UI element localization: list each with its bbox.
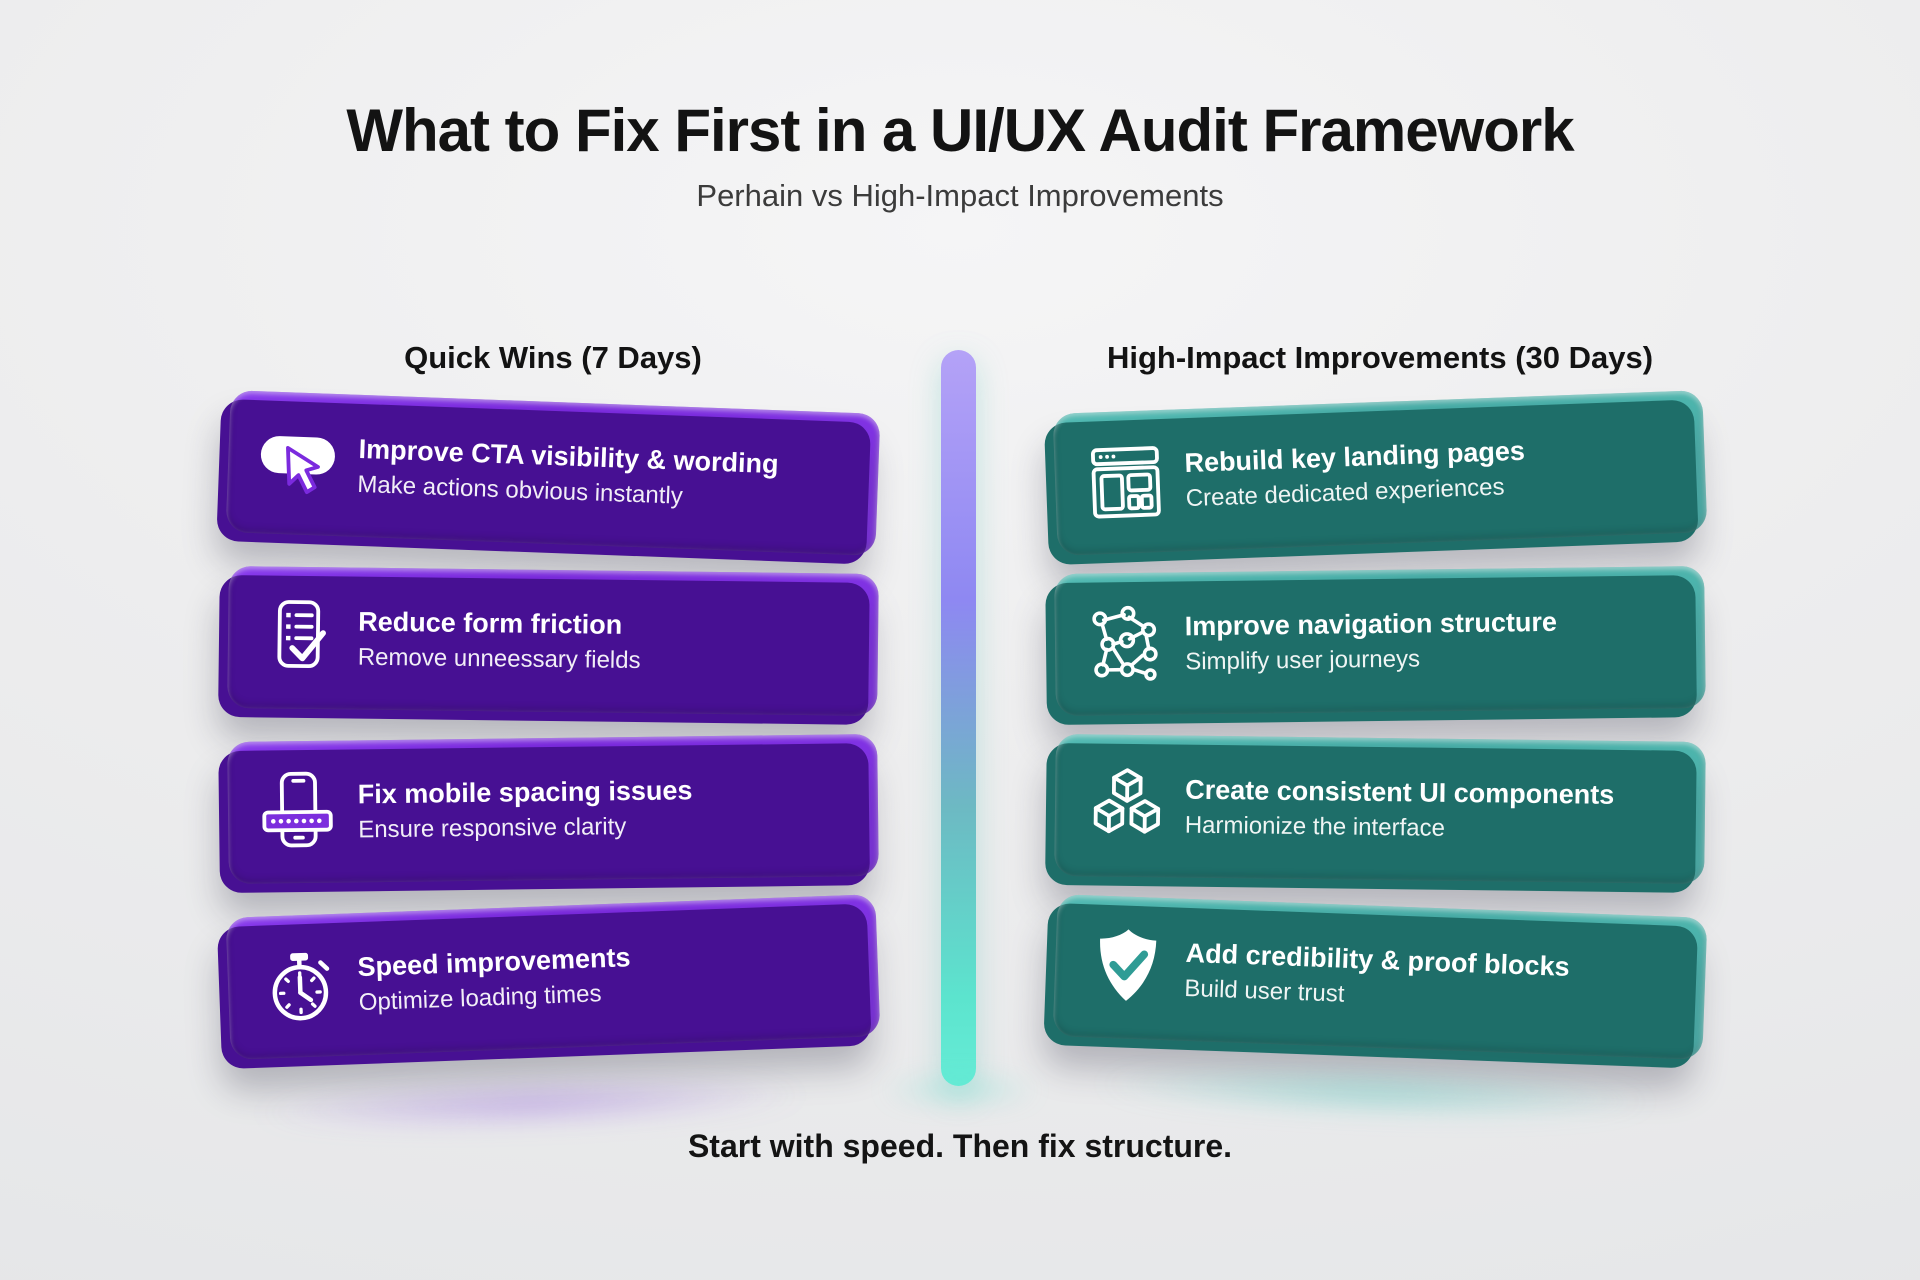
card-subtitle: Simplify user journeys	[1185, 645, 1421, 676]
stopwatch-icon	[246, 932, 354, 1040]
quick-wins-column-shadow	[249, 1072, 811, 1136]
card-mobile-spacing: Fix mobile spacing issues Ensure respons…	[227, 734, 879, 884]
card-improve-cta: Improve CTA visibility & wording Make ac…	[225, 390, 881, 556]
network-nodes-icon	[1074, 591, 1179, 696]
high-impact-header: High-Impact Improvements (30 Days)	[1106, 340, 1654, 375]
card-form-friction: Reduce form friction Remove unneessary f…	[227, 566, 879, 716]
card-title: Improve navigation structure	[1184, 606, 1558, 642]
gradient-divider-bar	[941, 350, 976, 1086]
card-subtitle: Remove unneessary fields	[357, 643, 641, 674]
footer-note: Start with speed. Then fix structure.	[687, 1128, 1233, 1164]
cubes-icon	[1074, 753, 1179, 858]
page-title: What to Fix First in a UI/UX Audit Frame…	[346, 97, 1574, 164]
shield-check-icon	[1073, 914, 1181, 1022]
landing-page-layout-icon	[1073, 428, 1181, 536]
quick-wins-header: Quick Wins (7 Days)	[404, 340, 702, 375]
cta-button-cursor-icon	[246, 410, 354, 518]
page-subtitle: Perhain vs High-Impact Improvements	[696, 178, 1224, 213]
card-title: Fix mobile spacing issues	[357, 775, 693, 810]
card-ui-components: Create consistent UI components Harmioni…	[1054, 734, 1706, 884]
card-navigation: Improve navigation structure Simplify us…	[1054, 566, 1706, 716]
mobile-keyboard-icon	[247, 759, 352, 864]
card-landing-pages: Rebuild key landing pages Create dedicat…	[1052, 390, 1708, 556]
card-subtitle: Ensure responsive clarity	[358, 812, 627, 844]
high-impact-column: Rebuild key landing pages Create dedicat…	[1052, 390, 1708, 1074]
quick-wins-column: Improve CTA visibility & wording Make ac…	[225, 390, 881, 1074]
card-title: Reduce form friction	[358, 606, 623, 640]
card-subtitle: Harmionize the interface	[1184, 811, 1446, 842]
form-checklist-icon	[247, 585, 352, 690]
card-speed: Speed improvements Optimize loading time…	[225, 894, 881, 1060]
card-title: Create consistent UI components	[1185, 774, 1615, 810]
card-credibility: Add credibility & proof blocks Build use…	[1052, 894, 1708, 1060]
